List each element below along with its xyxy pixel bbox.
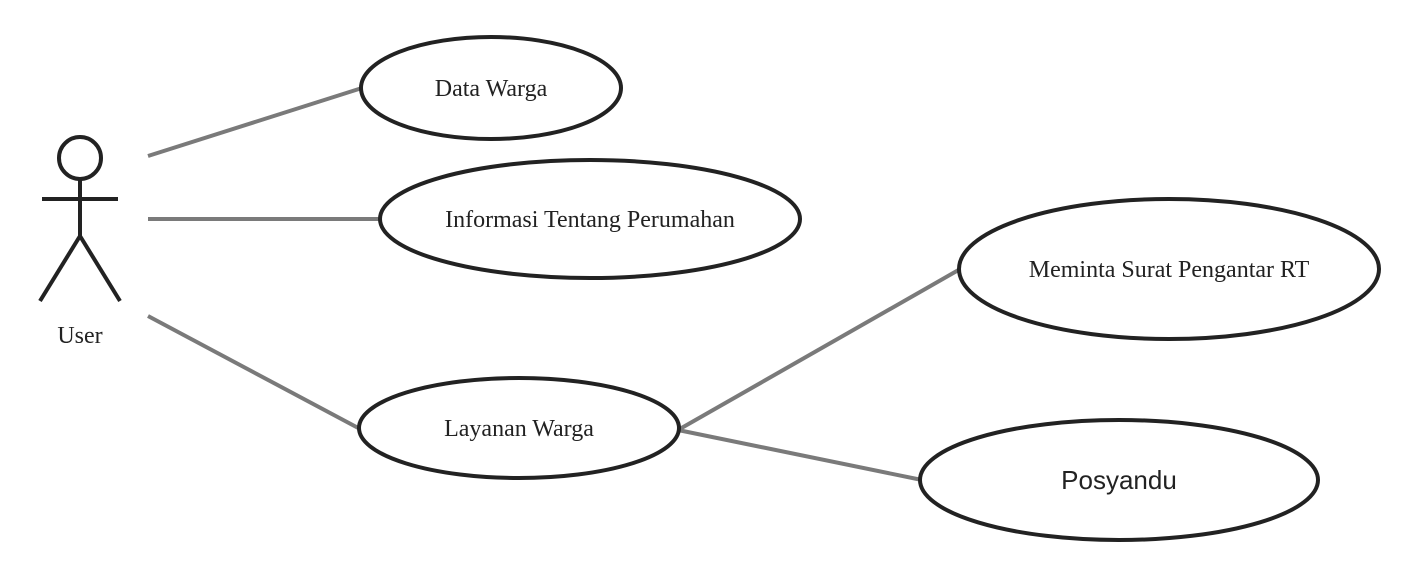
actor-label: User (57, 323, 102, 349)
use-case-posyandu: Posyandu (918, 418, 1320, 542)
use-case-ellipse (357, 376, 681, 480)
use-case-label: Layanan Warga (444, 416, 594, 442)
use-case-label: Data Warga (435, 76, 548, 102)
use-case-label: Posyandu (1061, 465, 1177, 495)
actor-left-leg (38, 234, 82, 303)
use-case-informasi-perumahan: Informasi Tentang Perumahan (378, 158, 802, 280)
use-case-layanan-warga: Layanan Warga (357, 376, 681, 480)
use-case-label: Informasi Tentang Perumahan (445, 207, 735, 233)
use-case-ellipse (359, 35, 623, 141)
use-case-ellipse (378, 158, 802, 280)
association-user-layanan-warga (147, 314, 363, 432)
use-case-label: Meminta Surat Pengantar RT (1029, 257, 1310, 283)
use-case-ellipse (918, 418, 1320, 542)
use-case-ellipse (957, 197, 1381, 341)
association-layanan-posyandu (677, 428, 923, 482)
use-case-data-warga: Data Warga (359, 35, 623, 141)
actor-right-leg (78, 234, 122, 303)
association-layanan-surat-pengantar (677, 266, 963, 432)
use-case-surat-pengantar: Meminta Surat Pengantar RT (957, 197, 1381, 341)
actor-head (57, 135, 103, 181)
association-user-data-warga (147, 86, 363, 158)
user-actor: User (38, 135, 122, 349)
